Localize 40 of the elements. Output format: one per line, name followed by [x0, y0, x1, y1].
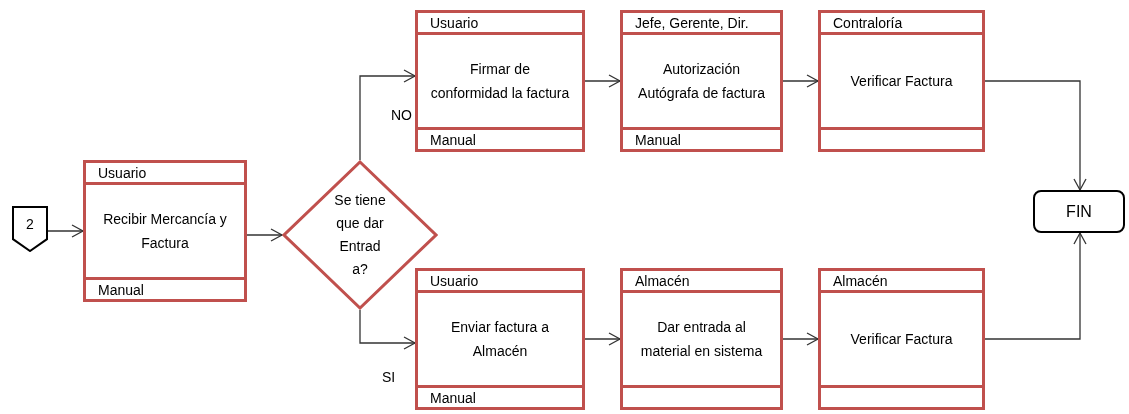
end-terminal: FIN — [1033, 190, 1125, 233]
edge-label: NO — [389, 108, 414, 122]
step-text: Verificar Factura — [850, 72, 953, 91]
process-box — [818, 10, 985, 152]
mode-label: Manual — [430, 390, 476, 405]
process-box — [83, 160, 247, 302]
arrow — [359, 69, 416, 161]
step-text: Verificar Factura — [850, 330, 953, 349]
arrow — [246, 228, 283, 242]
connector-number: 2 — [26, 216, 34, 232]
role-label: Usuario — [98, 165, 147, 180]
step-text: Dar entrada al material en sistema — [639, 318, 764, 361]
arrow — [47, 224, 84, 238]
off-page-connector — [12, 206, 48, 252]
role-label: Almacén — [635, 273, 690, 288]
mode-label: Manual — [635, 132, 681, 147]
arrow — [782, 332, 819, 346]
role-label: Contraloría — [833, 15, 903, 30]
role-label: Usuario — [430, 273, 479, 288]
process-box — [415, 10, 585, 152]
mode-label: Manual — [98, 282, 144, 297]
role-label: Jefe, Gerente, Dir. — [635, 15, 749, 30]
role-label: Usuario — [430, 15, 479, 30]
role-label: Almacén — [833, 273, 888, 288]
arrow — [984, 80, 1087, 191]
arrow — [984, 232, 1087, 340]
arrow — [359, 309, 416, 350]
mode-label: Manual — [430, 132, 476, 147]
arrow — [584, 332, 621, 346]
process-box — [415, 268, 585, 410]
step-text: Firmar de conformidad la factura — [430, 60, 570, 103]
decision-text: Se tiene que dar Entrada? — [334, 191, 386, 279]
process-box — [818, 268, 985, 410]
step-text: Autorización Autógrafa de factura — [637, 60, 766, 103]
arrow — [584, 74, 621, 88]
step-text: Recibir Mercancía y Factura — [102, 210, 228, 253]
process-box — [620, 268, 783, 410]
process-box — [620, 10, 783, 152]
arrow — [782, 74, 819, 88]
step-text: Enviar factura a Almacén — [449, 318, 551, 361]
